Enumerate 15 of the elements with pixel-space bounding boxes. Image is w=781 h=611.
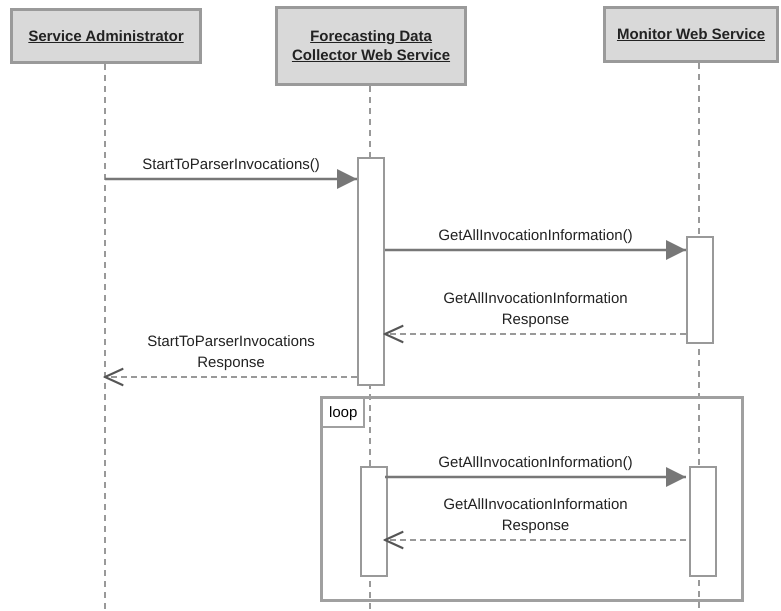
lifeline-header: Forecasting Data Collector Web Service bbox=[275, 6, 467, 86]
loop-tag: loop bbox=[323, 399, 366, 428]
message-arrow bbox=[385, 467, 686, 487]
activation-bar bbox=[357, 157, 385, 386]
activation-bar bbox=[686, 236, 714, 344]
message-arrow bbox=[105, 169, 357, 189]
activation-bar bbox=[689, 466, 717, 577]
message-arrow bbox=[385, 240, 686, 260]
message-arrow bbox=[104, 368, 357, 386]
message-arrow bbox=[384, 324, 686, 344]
lifeline-header: Service Administrator bbox=[10, 8, 202, 64]
lifeline-header: Monitor Web Service bbox=[603, 6, 779, 63]
loop-frame bbox=[320, 396, 744, 602]
activation-bar bbox=[360, 466, 388, 577]
message-arrow bbox=[384, 530, 686, 550]
